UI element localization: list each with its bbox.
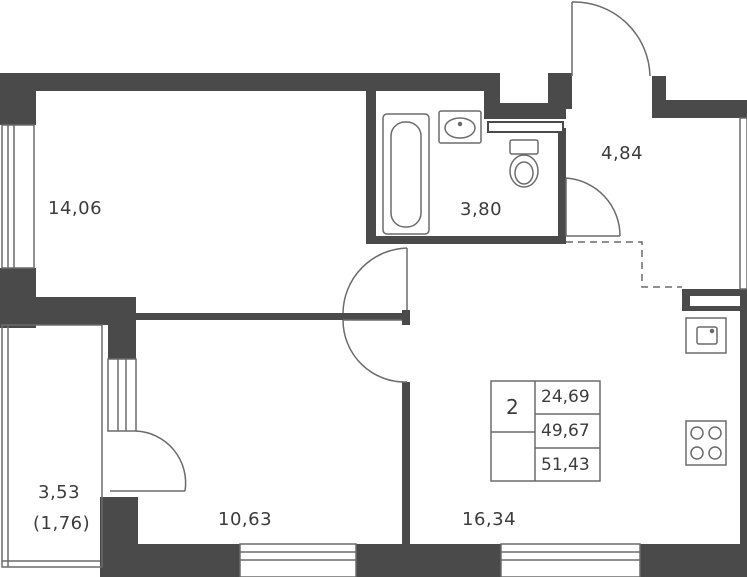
- burner-4: [708, 446, 722, 460]
- living-area-value: 24,69: [541, 387, 590, 407]
- total-area-value: 49,67: [541, 421, 590, 441]
- burner-3: [690, 446, 704, 460]
- window-living-left: [1, 124, 35, 269]
- balcony-glazing: [1, 324, 103, 568]
- kitchen-door-arc-2: [342, 319, 408, 383]
- niche-inner: [690, 296, 740, 306]
- bath-shelf-inner: [487, 121, 564, 133]
- wall-right: [740, 100, 747, 544]
- wall-bath-top-right: [484, 73, 500, 103]
- bath-sink: [438, 110, 482, 144]
- wall-top-right: [652, 100, 747, 118]
- entrance-door-arc: [571, 1, 651, 77]
- wall-stub: [402, 310, 410, 325]
- toilet-seat: [514, 161, 534, 185]
- wall-top: [0, 73, 500, 91]
- wall-bedroom-kitchen: [402, 382, 410, 544]
- windows: [1, 117, 747, 577]
- kitchen-area: 16,34: [462, 509, 517, 530]
- wall-bath-bottom: [366, 236, 566, 244]
- kitchen-sink: [685, 317, 727, 354]
- hallway-area: 4,84: [601, 143, 644, 164]
- toilet-tank: [509, 139, 539, 155]
- kitchen-sink-bowl: [696, 326, 718, 345]
- wall-bath-right-low: [558, 128, 566, 244]
- living-room-area: 14,06: [48, 198, 103, 219]
- doors: [110, 1, 651, 492]
- wall-bath-left: [366, 73, 376, 243]
- wall-bath-shelf: [484, 103, 566, 119]
- room-count: 2: [506, 395, 519, 419]
- burner-1: [690, 426, 704, 440]
- balcony-door-arc: [135, 430, 187, 492]
- stove: [685, 420, 727, 466]
- summary-frame: [490, 380, 601, 482]
- fixtures: [382, 110, 727, 466]
- balcony-door-frame: [107, 358, 137, 432]
- window-right: [739, 117, 747, 290]
- wall-living-bedroom: [135, 313, 410, 320]
- bathtub: [382, 113, 430, 235]
- balcony-area: 3,53: [38, 482, 81, 503]
- bath-door-arc: [565, 177, 621, 237]
- total-with-balcony-value: 51,43: [541, 455, 590, 475]
- summary-table: [490, 380, 601, 482]
- wall-entrance-left: [548, 73, 572, 109]
- walls: [0, 73, 747, 577]
- wall-pillar: [108, 297, 136, 359]
- bathroom-area: 3,80: [460, 199, 503, 220]
- wall-bottom-1: [100, 544, 240, 577]
- kitchen-door-arc-1: [342, 247, 408, 314]
- bathtub-basin: [390, 121, 422, 228]
- wall-bottom-2: [356, 544, 501, 577]
- balcony-reduced-area: (1,76): [33, 513, 91, 534]
- wall-top-left-corner: [0, 73, 36, 125]
- bedroom-area: 10,63: [218, 509, 273, 530]
- zone-dashed-line: [566, 241, 682, 288]
- burner-2: [708, 426, 722, 440]
- bath-sink-bowl: [444, 117, 476, 139]
- toilet-bowl: [509, 154, 539, 188]
- wall-bottom-3: [640, 544, 747, 577]
